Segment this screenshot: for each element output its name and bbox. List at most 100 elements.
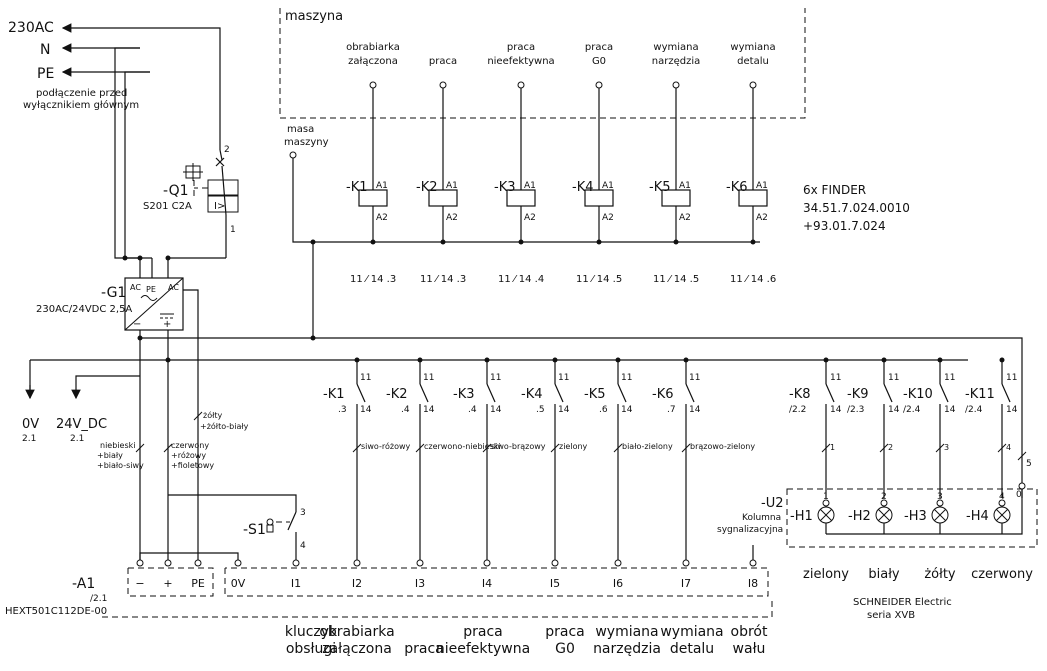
svg-text:+żółto-biały: +żółto-biały: [200, 421, 249, 431]
contact-14: 14: [621, 405, 633, 415]
input-label-bottom: narzędzia: [593, 641, 661, 657]
relay-contact-ref: 11 ⁄ 14 .4: [498, 274, 544, 285]
signal-label-top: wymiana: [730, 42, 775, 53]
relay-contact-cref: .5: [536, 405, 545, 415]
svg-text:34.51.7.024.0010: 34.51.7.024.0010: [803, 201, 910, 215]
svg-text:1: 1: [230, 225, 236, 235]
a1-id: -A1: [72, 576, 95, 592]
input-label-bottom: G0: [555, 641, 575, 657]
wire-color-label: zielony: [559, 442, 588, 451]
svg-text:AC: AC: [130, 283, 141, 292]
coil-a1: A1: [446, 181, 458, 191]
lamp-number: 4: [999, 492, 1005, 502]
g1-id: -G1: [101, 285, 126, 301]
lamp-id: -H2: [848, 509, 871, 524]
input-label-top: obrót: [731, 624, 768, 640]
machine-label: maszyna: [285, 9, 343, 24]
machine-boundary: maszyna: [279, 8, 806, 119]
terminal-label: I7: [681, 577, 691, 590]
svg-text:3: 3: [300, 508, 306, 518]
terminal-label: PE: [191, 577, 205, 590]
relay-contact: [356, 383, 366, 403]
lamp-color-label: czerwony: [971, 567, 1033, 582]
coil-a2: A2: [446, 213, 458, 223]
relay-contact-id: -K2: [386, 387, 408, 402]
coil-a2: A2: [376, 213, 388, 223]
terminal-label: I5: [550, 577, 560, 590]
relay-contact: [554, 383, 564, 403]
terminal-label: I8: [748, 577, 758, 590]
signal-terminal: [369, 81, 377, 89]
terminal-6: [416, 559, 424, 567]
relay-coil-id: -K6: [726, 180, 748, 195]
signal-label-bottom: nieefektywna: [487, 56, 554, 67]
input-label-top: kluczyk: [285, 624, 338, 640]
relay-contact-cref: .3: [338, 405, 347, 415]
relay-contact-ref: 11 ⁄ 14 .3: [420, 274, 466, 285]
relay-coil-id: -K5: [649, 180, 671, 195]
svg-text:Kolumna: Kolumna: [742, 513, 781, 523]
svg-text:−: −: [133, 319, 141, 330]
machine-masa: masa maszyny: [284, 124, 760, 338]
wire-color-label: siwo-brązowy: [491, 442, 546, 451]
relay-contact-id: -K4: [521, 387, 543, 402]
relay-contact: [685, 383, 695, 403]
wire-number: 3: [944, 443, 949, 452]
signal-label-top: praca: [585, 42, 613, 53]
contact-14: 14: [830, 405, 842, 415]
svg-text:+różowy: +różowy: [171, 450, 206, 460]
svg-text:I>: I>: [214, 201, 225, 212]
input-label-bottom: nieefektywna: [436, 641, 530, 657]
signal-label-bottom: G0: [592, 56, 606, 67]
svg-text:2: 2: [224, 145, 230, 155]
terminal-label: I4: [482, 577, 492, 590]
contact-11: 11: [558, 373, 569, 383]
wire-color-label: czerwono-niebieski: [424, 442, 501, 451]
contact-11: 11: [1006, 373, 1017, 383]
q1-id: -Q1: [163, 183, 189, 199]
svg-text:+93.01.7.024: +93.01.7.024: [803, 219, 886, 233]
signal-label-top: wymiana: [653, 42, 698, 53]
lamp-relay-ref: /2.4: [965, 405, 983, 415]
key-switch-s1: 3 4 -S1: [168, 494, 306, 560]
contact-14: 14: [423, 405, 435, 415]
terminal-1: [164, 559, 172, 567]
g1-rating: 230AC/24VDC 2,5A: [36, 304, 132, 315]
lamp-relay-contact: [825, 383, 835, 403]
column-boundary: [786, 488, 1038, 548]
svg-text:SCHNEIDER Electric: SCHNEIDER Electric: [853, 597, 952, 608]
signal-label-bottom: detalu: [737, 56, 769, 67]
terminal-4: [292, 559, 300, 567]
svg-text:niebieski: niebieski: [100, 441, 135, 450]
input-label-top: wymiana: [660, 624, 723, 640]
relay-contact-cref: .7: [667, 405, 676, 415]
terminal-label: +: [163, 577, 172, 590]
out-0v: 0V: [22, 417, 39, 432]
lamp-relay-id: -K8: [789, 387, 811, 402]
lamp-relay-contact: [939, 383, 949, 403]
signal-terminal: [672, 81, 680, 89]
terminal-9: [614, 559, 622, 567]
signal-terminal: [595, 81, 603, 89]
terminal-3: [234, 559, 242, 567]
relay-contact-ref: 11 ⁄ 14 .5: [653, 274, 699, 285]
svg-text:4: 4: [300, 541, 306, 551]
signal-label-bottom: załączona: [348, 56, 398, 67]
terminal-label: 0V: [231, 577, 246, 590]
relay-contact-id: -K5: [584, 387, 606, 402]
signal-label-bottom: narzędzia: [652, 56, 700, 67]
coil-a2: A2: [756, 213, 768, 223]
svg-text:/2.1: /2.1: [90, 594, 107, 604]
u2-id: -U2: [761, 496, 783, 511]
signal-label-top: praca: [507, 42, 535, 53]
coil-a1: A1: [376, 181, 388, 191]
input-label-bottom: wału: [733, 641, 766, 657]
terminal-label: −: [135, 577, 144, 590]
relay-contact-ref: 11 ⁄ 14 .5: [576, 274, 622, 285]
supply-note-2: wyłącznikiem głównym: [23, 99, 139, 111]
input-label-bottom: obsługi: [286, 641, 336, 657]
svg-text:+fioletowy: +fioletowy: [171, 461, 214, 470]
relay-coil-id: -K2: [416, 180, 438, 195]
